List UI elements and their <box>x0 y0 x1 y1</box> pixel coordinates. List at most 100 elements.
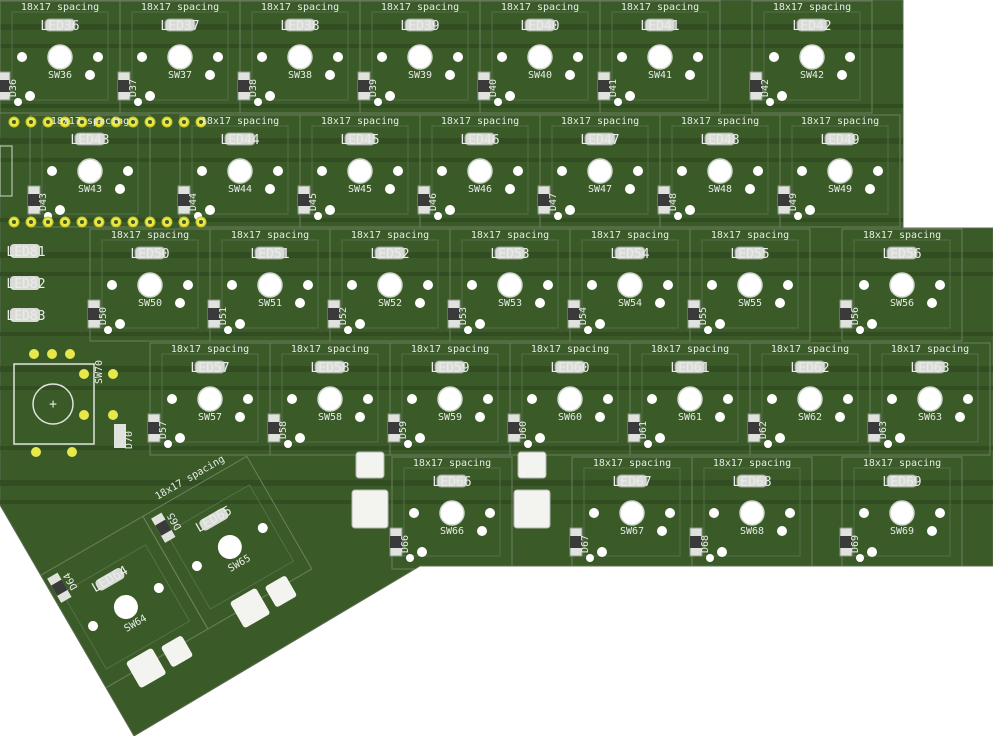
switch-pin <box>655 433 665 443</box>
switch-side-hole <box>273 166 283 176</box>
encoder-pad <box>29 349 39 359</box>
key-switch <box>747 360 853 448</box>
key-switch <box>569 474 675 562</box>
switch-side-hole <box>287 394 297 404</box>
stabilizer-pad <box>517 451 547 479</box>
diode-pad <box>134 98 142 106</box>
switch-footprint <box>131 11 229 101</box>
key-switch <box>839 474 945 562</box>
switch-center-hole <box>217 534 242 559</box>
switch-footprint <box>761 353 859 443</box>
key-outline <box>599 0 721 114</box>
diode-band <box>328 308 340 320</box>
diode-pad <box>644 440 652 448</box>
trace-band <box>0 332 993 336</box>
switch-side-hole <box>213 52 223 62</box>
switch-center-hole <box>137 272 163 298</box>
switch-pin <box>235 412 245 422</box>
switch-center-hole <box>527 44 553 70</box>
spacing-label: 18x17 spacing <box>501 2 579 13</box>
diode-band <box>448 308 460 320</box>
diode-band <box>388 422 400 434</box>
led-footprint <box>464 132 496 146</box>
header-pad-hole <box>12 220 16 224</box>
switch-side-hole <box>227 280 237 290</box>
diode-pad <box>314 212 322 220</box>
switch-pin <box>235 319 245 329</box>
trace-band <box>0 104 993 108</box>
switch-label: SW38 <box>288 70 312 81</box>
switch-footprint <box>165 484 295 610</box>
spacing-label: 18x17 spacing <box>471 230 549 241</box>
switch-side-hole <box>677 166 687 176</box>
switch-pin <box>175 433 185 443</box>
diode-band <box>88 308 100 320</box>
switch-side-hole <box>17 52 27 62</box>
switch-footprint <box>311 125 409 215</box>
key-switch <box>689 474 795 562</box>
header-pad-hole <box>29 120 33 124</box>
switch-center-hole <box>497 272 523 298</box>
spacing-label: 18x17 spacing <box>681 116 759 127</box>
key-outline-layer <box>0 0 991 570</box>
diode-label: D37 <box>128 79 139 97</box>
switch-side-hole <box>107 280 117 290</box>
diode-body <box>114 424 126 448</box>
switch-pin <box>535 433 545 443</box>
diode-band <box>148 422 160 434</box>
switch-footprint <box>671 125 769 215</box>
spacing-label: 18x17 spacing <box>201 116 279 127</box>
stabilizer-pad <box>355 451 385 479</box>
switch-label: SW44 <box>228 184 252 195</box>
switch-footprint <box>341 239 439 329</box>
switch-pin <box>205 205 215 215</box>
stabilizer-pad <box>230 588 270 628</box>
side-led-label: LED83 <box>6 309 45 324</box>
switch-pin <box>597 547 607 557</box>
diode-pad <box>794 212 802 220</box>
trace-band <box>0 500 993 504</box>
switch-side-hole <box>257 522 268 533</box>
diode-label: D49 <box>788 193 799 211</box>
switch-side-hole <box>423 280 433 290</box>
diode-pad <box>584 326 592 334</box>
switch-center-hole <box>889 272 915 298</box>
switch-center-hole <box>407 44 433 70</box>
diode-label: D61 <box>638 421 649 439</box>
header-pad-hole <box>80 220 84 224</box>
switch-side-hole <box>769 52 779 62</box>
side-led-footprint <box>10 244 40 258</box>
header-pad-hole <box>199 120 203 124</box>
trace-band <box>0 24 993 30</box>
switch-center-hole <box>227 158 253 184</box>
switch-pin <box>505 91 515 101</box>
stabilizer-pad <box>351 489 389 529</box>
key-switch <box>507 360 613 448</box>
diode-label: D53 <box>458 307 469 325</box>
diode-label: D57 <box>158 421 169 439</box>
switch-side-hole <box>527 394 537 404</box>
led-footprint <box>824 132 856 146</box>
switch-side-hole <box>723 394 733 404</box>
led-label: LED37 <box>160 19 199 34</box>
diode-band <box>688 308 700 320</box>
switch-side-hole <box>123 166 133 176</box>
diode-pad <box>554 212 562 220</box>
header-pad-hole <box>29 220 33 224</box>
spacing-label: 18x17 spacing <box>51 116 129 127</box>
switch-center-hole <box>77 158 103 184</box>
key-switch <box>357 18 463 106</box>
led-label: LED53 <box>490 247 529 262</box>
spacing-label: 18x17 spacing <box>321 116 399 127</box>
switch-footprint <box>461 239 559 329</box>
switch-center-hole <box>257 272 283 298</box>
switch-label: SW43 <box>78 184 102 195</box>
header-pad-hole <box>63 120 67 124</box>
switch-side-hole <box>963 394 973 404</box>
switch-center-hole <box>799 44 825 70</box>
diode-band <box>840 536 852 548</box>
switch-label: SW67 <box>620 526 644 537</box>
switch-center-hole <box>797 386 823 412</box>
switch-center-hole <box>439 500 465 526</box>
